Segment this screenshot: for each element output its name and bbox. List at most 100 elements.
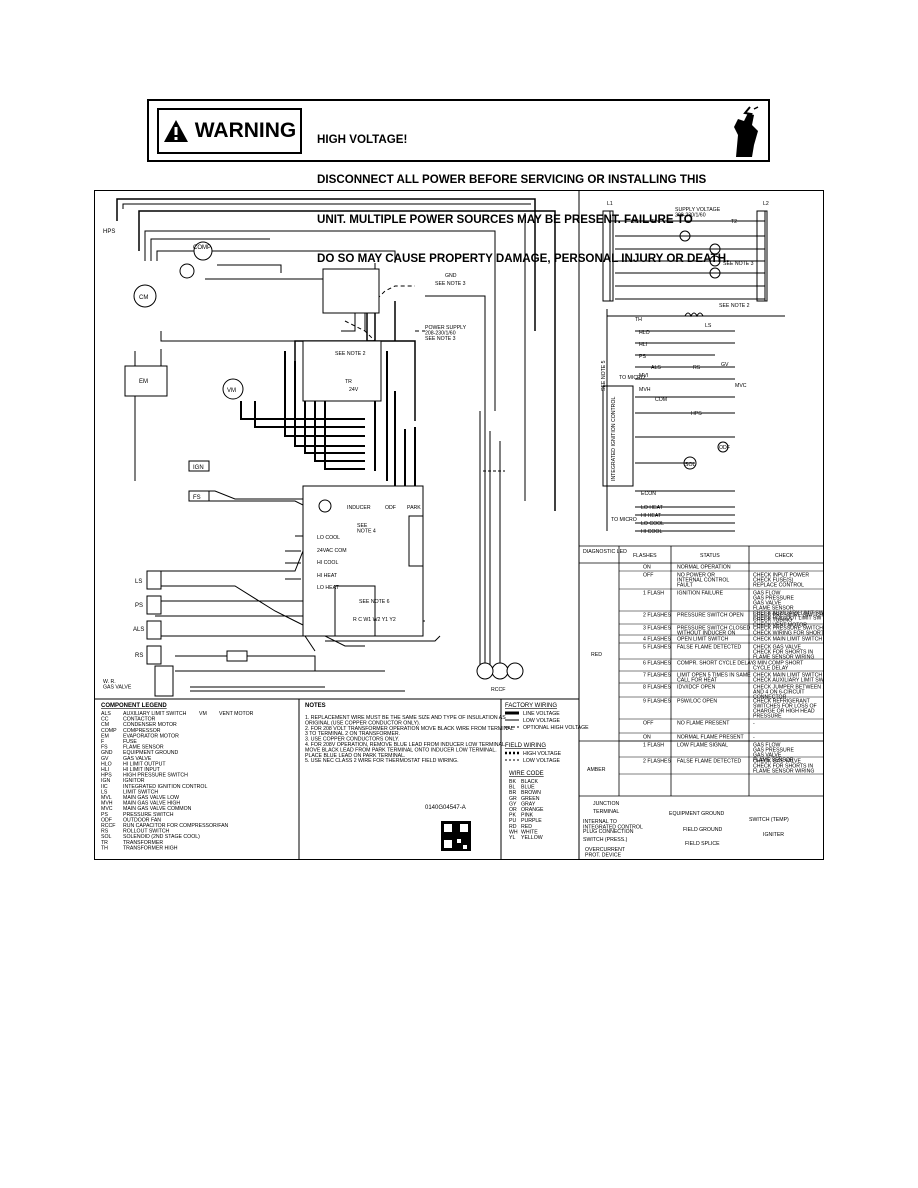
part-number: 0140G04547-A — [425, 805, 466, 811]
note-line: MOVE BLACK LEAD FROM PARK TERMINAL ONTO … — [305, 747, 497, 753]
wire-code-title: WIRE CODE — [509, 771, 544, 777]
diag-status: FALSE FLAME DETECTED — [677, 759, 742, 765]
legend-description: FLAME SENSOR — [123, 745, 164, 751]
diag-check: CHECK AUXILIARY LIMIT SW — [753, 611, 823, 617]
symbol-plug: PLUG CONNECTION — [583, 829, 634, 835]
ladder-to-micro: TO MICRO — [611, 517, 637, 523]
ladder-lo-heat-label: LO HEAT — [641, 505, 664, 511]
wire-code-abbrev: WH — [509, 829, 518, 835]
comp-label: COMP — [193, 245, 211, 251]
diagnostics-table: DIAGNOSTIC LED FLASHES STATUS CHECK RED … — [583, 549, 828, 775]
symbol-field-ground: FIELD GROUND — [683, 827, 722, 833]
wire-code-color: ORANGE — [521, 807, 544, 813]
diag-check: CHARGE OR HIGH HEAD — [753, 709, 815, 715]
diag-check: CHECK ROLLOUT LIMIT SW — [753, 616, 822, 622]
legend-abbrev: HLI — [101, 767, 109, 773]
wiring-diagram-svg: HPS COMP CM EM VM IGN FS LS PS ALS RS W.… — [95, 191, 828, 859]
diag-check: CHECK INPUT POWER — [753, 573, 809, 579]
diag-flashes: 1 FLASH — [643, 591, 664, 597]
ladder-hi-heat-label: HI HEAT — [641, 513, 662, 519]
note-line: ORIGINAL (USE COPPER CONDUCTOR ONLY). — [305, 720, 420, 726]
diag-flashes: 5 FLASHES — [643, 645, 672, 651]
legend-description: EQUIPMENT GROUND — [123, 750, 178, 756]
note-line: 2. FOR 208 VOLT TRANSFORMER OPERATION MO… — [305, 726, 514, 732]
ladder-see-note5: SEE NOTE 5 — [601, 360, 607, 391]
legend-abbrev: PS — [101, 812, 108, 818]
diag-check: CHECK PRESSURE SWITCH — [753, 613, 823, 619]
ladder-ps-label: PS — [639, 354, 646, 360]
legend-description: HIGH PRESSURE SWITCH — [123, 773, 188, 779]
wire-code-abbrev: PK — [509, 813, 516, 819]
ladder-mvh-label: MVH — [639, 387, 651, 393]
legend-description: HI LIMIT OUTPUT — [123, 761, 166, 767]
field-wiring-item: LOW VOLTAGE — [523, 758, 561, 764]
diag-status: LIMIT OPEN 5 TIMES IN SAME — [677, 673, 751, 679]
legend-abbrev: ODF — [101, 817, 112, 823]
diag-status: FAULT — [677, 583, 694, 589]
diag-red-label: RED — [591, 652, 602, 658]
wire-code-abbrev: BK — [509, 779, 516, 785]
diag-check: - — [753, 735, 755, 741]
diag-check: CHECK FOR SHORTS IN — [753, 650, 813, 656]
legend-description: INTEGRATED IGNITION CONTROL — [123, 784, 207, 790]
diag-check: CHECK VENT MOTOR — [753, 623, 807, 629]
diag-check: CHECK TUBING — [753, 618, 792, 624]
ladder-hi-cool-label: HI COOL — [641, 529, 662, 535]
factory-wiring-item: OPTIONAL HIGH VOLTAGE — [523, 725, 589, 731]
legend-description: CONTACTOR — [123, 717, 156, 723]
legend-description: TRANSFORMER — [123, 840, 163, 846]
odf-label: ODF — [385, 505, 396, 511]
legend-description: MAIN GAS VALVE HIGH — [123, 801, 180, 807]
diag-check: FLAME SENSOR — [753, 606, 794, 612]
ladder-hps-label: HPS — [691, 411, 702, 417]
warning-line: UNIT. MULTIPLE POWER SOURCES MAY BE PRES… — [317, 212, 693, 226]
legend-abbrev: TR — [101, 840, 108, 846]
symbol-switch-temp: SWITCH (TEMP) — [749, 817, 789, 823]
diag-status: FALSE FLAME DETECTED — [677, 645, 742, 651]
diag-check: CHECK AUXILIARY LIMIT SW — [753, 678, 823, 684]
legend-abbrev: F — [101, 739, 104, 745]
legend-abbrev: CM — [101, 722, 109, 728]
wire-code-color: GREEN — [521, 796, 540, 802]
diag-flashes: 4 FLASHES — [643, 637, 672, 643]
symbol-field-splice: FIELD SPLICE — [685, 841, 720, 847]
ladder-hli-label: HLI — [639, 342, 647, 348]
legend-abbrev: HLO — [101, 761, 112, 767]
ladder-th-label: TH — [635, 317, 642, 323]
symbol-equipment-ground: EQUIPMENT GROUND — [669, 811, 724, 817]
wire-code-abbrev: GR — [509, 796, 517, 802]
diag-check: FLAME SENSOR — [753, 758, 794, 764]
diag-check: SWITCHES FOR LOSS OF — [753, 704, 817, 710]
diag-check: CHECK GAS VALVE — [753, 645, 801, 651]
wire-code-abbrev: OR — [509, 807, 517, 813]
diag-status: IDV/IDCF OPEN — [677, 685, 716, 691]
field-wiring-title: FIELD WIRING — [505, 743, 546, 749]
ign-label: IGN — [193, 465, 204, 471]
diag-status: LOW FLAME SIGNAL — [677, 743, 728, 749]
diag-status: NORMAL FLAME PRESENT — [677, 735, 745, 741]
note-line: 4. FOR 208V OPERATION, REMOVE BLUE LEAD … — [305, 742, 506, 748]
note-line: 3 TO TERMINAL 2 ON TRANSFORMER. — [305, 731, 400, 737]
legend-abbrev: FS — [101, 745, 108, 751]
diag-amber-label: AMBER — [587, 767, 606, 773]
diag-status: CALL FOR HEAT — [677, 678, 718, 684]
legend-description: MAIN GAS VALVE LOW — [123, 795, 179, 801]
diag-check: CHECK GAS VALVE — [753, 759, 801, 765]
thermostat-terminals: R C W1 W2 Y1 Y2 — [353, 617, 396, 623]
gas-valve-label: W. R.GAS VALVE — [103, 679, 132, 691]
diag-status: NO POWER OR — [677, 573, 715, 579]
legend-description: TRANSFORMER HIGH — [123, 845, 178, 851]
wire-code-abbrev: YL — [509, 835, 515, 841]
wiring-legend: FACTORY WIRING FIELD WIRING WIRE CODE LI… — [505, 703, 589, 841]
ladder-gv-label: GV — [721, 362, 729, 368]
diag-check: CYCLE DELAY — [753, 666, 789, 672]
wire-code-abbrev: RD — [509, 824, 517, 830]
legend-abbrev: HPS — [101, 773, 112, 779]
ladder-lo-cool-label: LO COOL — [641, 521, 664, 527]
diag-check: GAS FLOW — [753, 591, 780, 597]
factory-wiring-item: LINE VOLTAGE — [523, 711, 560, 717]
legend-description: FUSE — [123, 739, 137, 745]
field-wiring-item: HIGH VOLTAGE — [523, 751, 562, 757]
